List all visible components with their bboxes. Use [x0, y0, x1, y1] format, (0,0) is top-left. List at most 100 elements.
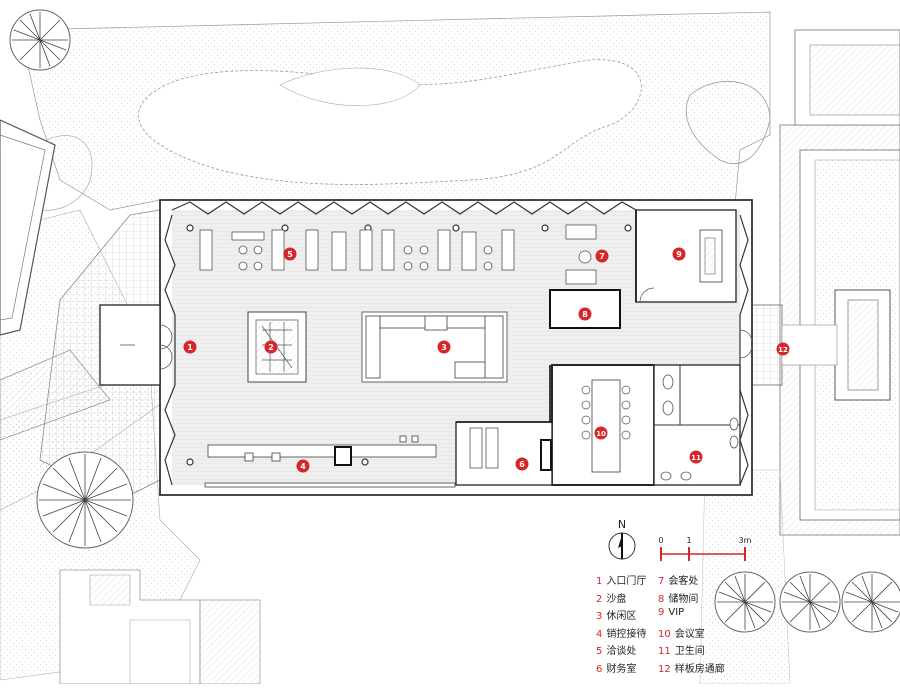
marker-number: 4 [300, 462, 306, 471]
lounge-sofa [361, 311, 508, 383]
scale-bar: 0 1 3m [658, 536, 752, 561]
marker-number: 8 [582, 310, 588, 319]
room-marker-8: 8 [578, 307, 592, 321]
room-marker-7: 7 [595, 249, 609, 263]
legend-label: 财务室 [606, 663, 637, 675]
legend-number: 11 [658, 646, 671, 657]
room-finance [455, 421, 553, 486]
room-marker-1: 1 [183, 340, 197, 354]
marker-number: 5 [287, 250, 293, 259]
marker-number: 9 [676, 250, 682, 259]
legend-label: 休闲区 [606, 611, 637, 622]
marker-number: 1 [187, 343, 193, 352]
facade-north [171, 201, 637, 215]
marker-dot [776, 342, 790, 356]
lawn-island-small [279, 67, 421, 106]
room-marker-6: 6 [515, 457, 529, 471]
guest-furniture [565, 224, 597, 285]
marker-number: 12 [778, 346, 788, 354]
legend-label: 会议室 [674, 628, 705, 640]
legend-label: 洽谈处 [606, 646, 637, 657]
marker-dot [595, 249, 609, 263]
marker-dot [437, 340, 451, 354]
room-marker-3: 3 [437, 340, 451, 354]
legend-label: 卫生间 [674, 646, 705, 657]
room-marker-5: 5 [283, 247, 297, 261]
marker-number: 7 [599, 252, 605, 261]
room-marker-11: 11 [689, 450, 703, 464]
marker-dot [672, 247, 686, 261]
room-marker-4: 4 [296, 459, 310, 473]
legend-number: 12 [658, 663, 671, 675]
room-meeting [551, 364, 655, 486]
marker-number: 10 [596, 430, 606, 438]
sales-center-building [99, 199, 753, 496]
tree-icon [841, 571, 900, 633]
compass-letter: N [618, 518, 626, 531]
legend-number: 6 [596, 663, 603, 675]
marker-dot [689, 450, 703, 464]
tree-icon [714, 571, 776, 633]
legend-label: 储物间 [668, 593, 699, 605]
sales-counter [204, 435, 456, 488]
legend-label: 会客处 [668, 576, 699, 587]
stair-left [0, 349, 111, 441]
north-compass: N [608, 518, 636, 560]
scale-tick: 3m [739, 536, 752, 545]
legend-number: 1 [596, 576, 603, 587]
legend-number: 5 [596, 646, 603, 657]
marker-dot [283, 247, 297, 261]
marker-dot [264, 340, 278, 354]
scale-tick: 0 [658, 536, 663, 545]
room-marker-10: 10 [594, 426, 608, 440]
marker-dot [183, 340, 197, 354]
marker-number: 3 [441, 343, 447, 352]
east-door [739, 329, 753, 359]
room-marker-9: 9 [672, 247, 686, 261]
tree-icon [36, 451, 134, 549]
room-vip [635, 209, 737, 303]
scale-tick: 1 [686, 536, 691, 545]
marker-dot [296, 459, 310, 473]
legend-label: VIP [668, 607, 685, 618]
facade-west [164, 214, 176, 486]
corridor-12 [751, 304, 783, 386]
tree-icon [779, 571, 841, 633]
negotiation-furniture [199, 229, 515, 271]
marker-dot [578, 307, 592, 321]
tree-icon [9, 9, 71, 71]
legend-number: 4 [596, 628, 603, 640]
legend-number: 3 [596, 611, 603, 622]
partition-wall [456, 210, 637, 423]
legend-number: 10 [658, 628, 671, 640]
trees [9, 9, 900, 633]
marker-number: 6 [519, 460, 525, 469]
facade-east [739, 214, 749, 486]
room-marker-12: 12 [776, 342, 790, 356]
legend-number: 7 [658, 576, 665, 587]
marker-number: 2 [268, 343, 274, 352]
house-outline [199, 599, 261, 685]
contour-line [685, 81, 771, 164]
room-toilet [653, 364, 741, 486]
legend-number: 9 [658, 607, 665, 618]
